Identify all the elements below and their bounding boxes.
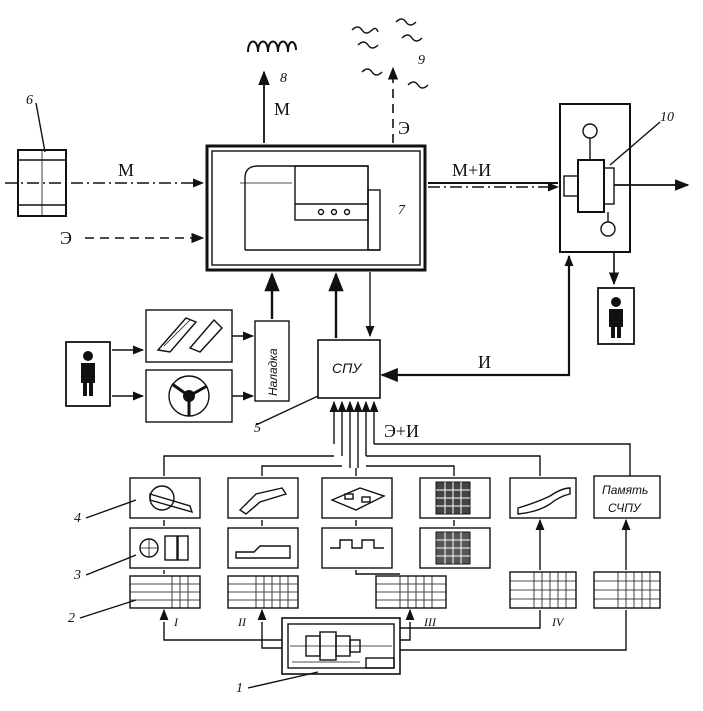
measuring-station xyxy=(559,103,631,253)
callout-6: 6 xyxy=(26,93,33,108)
fixture-block xyxy=(145,369,233,423)
callout-9: 9 xyxy=(418,53,425,68)
setup-label: Наладка xyxy=(266,348,280,396)
callout-7: 7 xyxy=(398,203,406,218)
spu-label: СПУ xyxy=(332,360,363,376)
setup-block xyxy=(254,320,290,402)
callout-10: 10 xyxy=(660,110,674,125)
label-e-up: Э xyxy=(398,118,410,138)
part-drawing xyxy=(281,617,401,675)
leader-10 xyxy=(609,121,661,166)
column-IV xyxy=(419,477,491,569)
callout-8: 8 xyxy=(280,71,287,86)
heat-symbol xyxy=(351,18,429,89)
leader-4 xyxy=(85,499,137,519)
leader-6 xyxy=(35,102,46,153)
label-m-in: М xyxy=(118,160,134,180)
info-feedback-flow xyxy=(380,256,571,383)
machine-tool xyxy=(205,144,427,272)
column-II xyxy=(227,477,299,609)
roman-III: III xyxy=(423,615,437,629)
spu-block xyxy=(317,339,381,399)
memory-grid xyxy=(593,571,661,609)
callout-1: 1 xyxy=(236,681,243,696)
label-m-up: М xyxy=(274,99,290,119)
tool-block xyxy=(145,309,233,363)
label-i-back: И xyxy=(478,352,491,372)
column-I xyxy=(129,477,201,609)
memory-block xyxy=(593,475,661,519)
callout-3: 3 xyxy=(73,568,81,583)
leader-5 xyxy=(255,395,319,426)
callout-2: 2 xyxy=(68,611,75,626)
chips-symbol xyxy=(247,40,297,53)
roman-II: II xyxy=(237,615,247,629)
memory-line2: СЧПУ xyxy=(608,501,642,515)
leader-2 xyxy=(79,599,137,619)
leader-1 xyxy=(247,671,319,689)
roman-I: I xyxy=(173,615,179,629)
column-V xyxy=(509,477,577,609)
label-e-plus-i: Э+И xyxy=(384,421,419,441)
operator-icon xyxy=(65,341,111,407)
label-e-in: Э xyxy=(60,228,72,248)
roman-IV: IV xyxy=(551,615,565,629)
callout-4: 4 xyxy=(74,511,81,526)
leader-3 xyxy=(85,554,137,576)
column-III xyxy=(321,477,447,609)
label-m-plus-i: М+И xyxy=(452,160,491,180)
memory-line1: Память xyxy=(602,483,648,497)
callout-5: 5 xyxy=(254,421,261,436)
inspector-icon xyxy=(597,287,635,345)
